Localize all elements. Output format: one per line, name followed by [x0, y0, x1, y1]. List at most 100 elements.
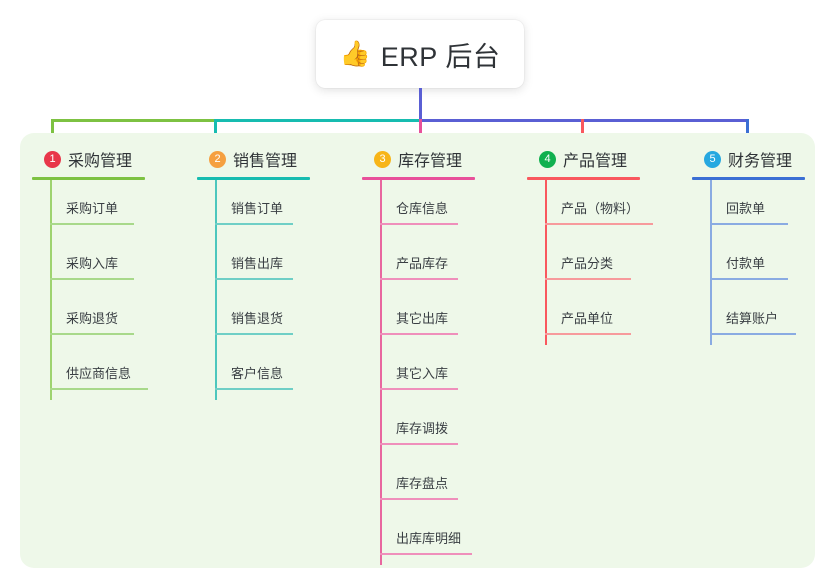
branch-spine-1	[50, 180, 52, 400]
leaf-node[interactable]: 采购订单	[32, 180, 145, 235]
branch-children-2: 销售订单销售出库销售退货客户信息	[197, 180, 310, 400]
branches-panel	[20, 133, 815, 568]
leaf-node[interactable]: 采购退货	[32, 290, 145, 345]
leaf-node[interactable]: 销售出库	[197, 235, 310, 290]
leaf-rule	[50, 333, 134, 335]
leaf-rule	[50, 278, 134, 280]
leaf-node[interactable]: 销售订单	[197, 180, 310, 235]
leaf-label: 其它入库	[396, 366, 449, 381]
branch-badge-1: 1	[44, 150, 61, 168]
leaf-node[interactable]: 结算账户	[692, 290, 805, 345]
leaf-label: 其它出库	[396, 311, 449, 326]
leaf-label: 库存调拨	[396, 421, 449, 436]
leaf-label: 产品分类	[561, 256, 614, 271]
leaf-node[interactable]: 采购入库	[32, 235, 145, 290]
leaf-rule	[545, 333, 631, 335]
branch-column-5: 5 财务管理回款单付款单结算账户	[692, 146, 805, 345]
leaf-node[interactable]: 库存盘点	[362, 455, 475, 510]
leaf-node[interactable]: 仓库信息	[362, 180, 475, 235]
leaf-node[interactable]: 回款单	[692, 180, 805, 235]
branch-children-3: 仓库信息产品库存其它出库其它入库库存调拨库存盘点出库库明细	[362, 180, 475, 565]
leaf-label: 采购退货	[66, 311, 119, 326]
root-title: ERP 后台	[380, 41, 501, 72]
leaf-rule	[380, 223, 458, 225]
thumbs-up-icon: 👍	[339, 39, 371, 68]
bus-segment-0	[51, 119, 217, 122]
leaf-rule	[380, 553, 472, 555]
leaf-label: 销售出库	[231, 256, 284, 271]
leaf-rule	[215, 278, 293, 280]
branch-badge-2: 2	[209, 150, 226, 168]
branch-rule-1	[32, 177, 145, 180]
leaf-node[interactable]: 产品单位	[527, 290, 640, 345]
root-node[interactable]: 👍 ERP 后台	[316, 20, 524, 88]
branch-title-4: 产品管理	[563, 153, 628, 170]
branch-rule-4	[527, 177, 640, 180]
leaf-rule	[380, 333, 458, 335]
leaf-rule	[710, 333, 796, 335]
leaf-label: 产品单位	[561, 311, 614, 326]
branch-spine-3	[380, 180, 382, 565]
bus-segment-1	[214, 119, 422, 122]
leaf-rule	[380, 388, 458, 390]
leaf-rule	[710, 223, 788, 225]
leaf-rule	[50, 388, 148, 390]
branch-children-1: 采购订单采购入库采购退货供应商信息	[32, 180, 148, 400]
leaf-node[interactable]: 出库库明细	[362, 510, 475, 565]
leaf-label: 付款单	[726, 256, 766, 271]
leaf-rule	[215, 223, 293, 225]
leaf-node[interactable]: 其它出库	[362, 290, 475, 345]
leaf-label: 客户信息	[231, 366, 284, 381]
leaf-label: 销售订单	[231, 201, 284, 216]
branch-column-1: 1 采购管理采购订单采购入库采购退货供应商信息	[32, 146, 148, 400]
branch-column-4: 4 产品管理产品（物料） 产品分类产品单位	[527, 146, 653, 345]
bus-segment-2	[419, 119, 749, 122]
branch-title-5: 财务管理	[728, 153, 793, 170]
branch-badge-4: 4	[539, 150, 556, 168]
branch-header-4[interactable]: 4 产品管理	[527, 146, 640, 172]
leaf-label: 销售退货	[231, 311, 284, 326]
branch-header-5[interactable]: 5 财务管理	[692, 146, 805, 172]
leaf-node[interactable]: 销售退货	[197, 290, 310, 345]
leaf-rule	[50, 223, 134, 225]
leaf-rule	[380, 498, 458, 500]
branch-title-1: 采购管理	[68, 153, 133, 170]
leaf-node[interactable]: 供应商信息	[32, 345, 148, 400]
leaf-label: 采购入库	[66, 256, 119, 271]
leaf-rule	[380, 443, 458, 445]
branch-rule-5	[692, 177, 805, 180]
branch-spine-5	[710, 180, 712, 345]
branch-badge-5: 5	[704, 150, 721, 168]
leaf-node[interactable]: 产品分类	[527, 235, 640, 290]
leaf-node[interactable]: 产品（物料）	[527, 180, 653, 235]
leaf-node[interactable]: 付款单	[692, 235, 805, 290]
leaf-node[interactable]: 库存调拨	[362, 400, 475, 455]
branch-header-1[interactable]: 1 采购管理	[32, 146, 145, 172]
leaf-rule	[710, 278, 788, 280]
branch-badge-3: 3	[374, 150, 391, 168]
leaf-label: 库存盘点	[396, 476, 449, 491]
leaf-label: 采购订单	[66, 201, 119, 216]
root-stem	[419, 88, 422, 122]
leaf-label: 供应商信息	[66, 366, 132, 381]
leaf-rule	[215, 333, 293, 335]
leaf-label: 产品（物料）	[561, 201, 640, 216]
branch-rule-3	[362, 177, 475, 180]
branch-spine-4	[545, 180, 547, 345]
leaf-rule	[545, 223, 653, 225]
branch-spine-2	[215, 180, 217, 400]
leaf-label: 结算账户	[726, 311, 779, 326]
branch-children-5: 回款单付款单结算账户	[692, 180, 805, 345]
leaf-label: 产品库存	[396, 256, 449, 271]
leaf-node[interactable]: 客户信息	[197, 345, 310, 400]
leaf-node[interactable]: 产品库存	[362, 235, 475, 290]
branch-rule-2	[197, 177, 310, 180]
leaf-label: 仓库信息	[396, 201, 449, 216]
leaf-label: 出库库明细	[396, 531, 462, 546]
leaf-node[interactable]: 其它入库	[362, 345, 475, 400]
